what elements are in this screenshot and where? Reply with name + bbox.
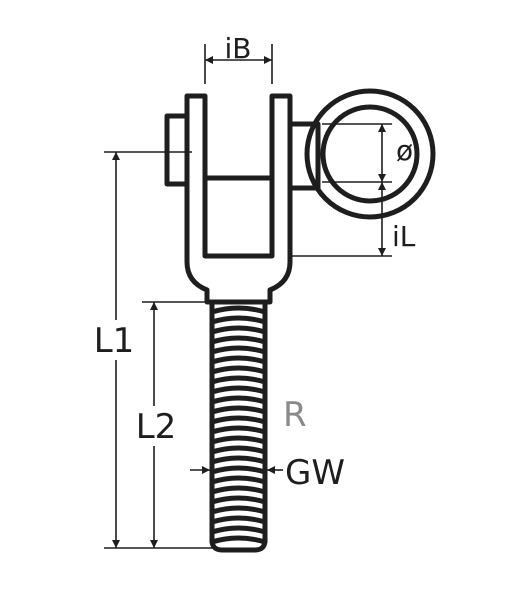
pin-head: [164, 113, 190, 187]
thread-ridge: [209, 355, 268, 365]
label-l2: L2: [136, 407, 177, 447]
thread-ridge: [209, 525, 268, 535]
label-il: iL: [392, 220, 416, 253]
label-ib: iB: [225, 32, 252, 65]
eye-ring-inner: [320, 104, 420, 204]
dimension-il: iL: [290, 182, 416, 257]
dimension-diameter: ø: [322, 123, 413, 183]
thread-ridge: [209, 455, 268, 465]
dimension-ib: iB: [204, 32, 273, 84]
thread-ridge: [209, 315, 268, 325]
thread-ridge: [209, 485, 268, 495]
label-r: R: [283, 395, 307, 435]
label-gw: GW: [285, 453, 345, 493]
fork-body: [184, 93, 293, 305]
thread-ridge: [209, 325, 268, 335]
label-diameter: ø: [396, 134, 413, 167]
thread-ridge: [209, 335, 268, 345]
dimension-l1: L1: [92, 151, 212, 549]
dimension-l2: L2: [132, 301, 207, 548]
label-l1: L1: [94, 321, 135, 361]
thread-ridge: [209, 365, 268, 375]
thread-ridge: [209, 505, 268, 515]
thread-ridge: [209, 375, 268, 385]
thread-ridge: [209, 515, 268, 525]
thread-ridge: [209, 405, 268, 415]
thread-ridge: [209, 465, 268, 475]
thread-ridge: [209, 475, 268, 485]
threaded-shank: [209, 299, 268, 553]
thread-ridge: [209, 425, 268, 435]
thread-ridge: [209, 305, 268, 315]
thread-ridge: [209, 415, 268, 425]
eye-ring-outer: [304, 88, 436, 220]
thread-ridge: [209, 535, 268, 545]
thread-ridge: [209, 395, 268, 405]
thread-ridge: [209, 435, 268, 445]
thread-ridge: [209, 345, 268, 355]
thread-ridge: [209, 495, 268, 505]
thread-ridge: [209, 385, 268, 395]
pin-stub: [287, 121, 321, 191]
thread-ridge: [209, 445, 268, 455]
dimension-gw: GW: [190, 453, 345, 493]
